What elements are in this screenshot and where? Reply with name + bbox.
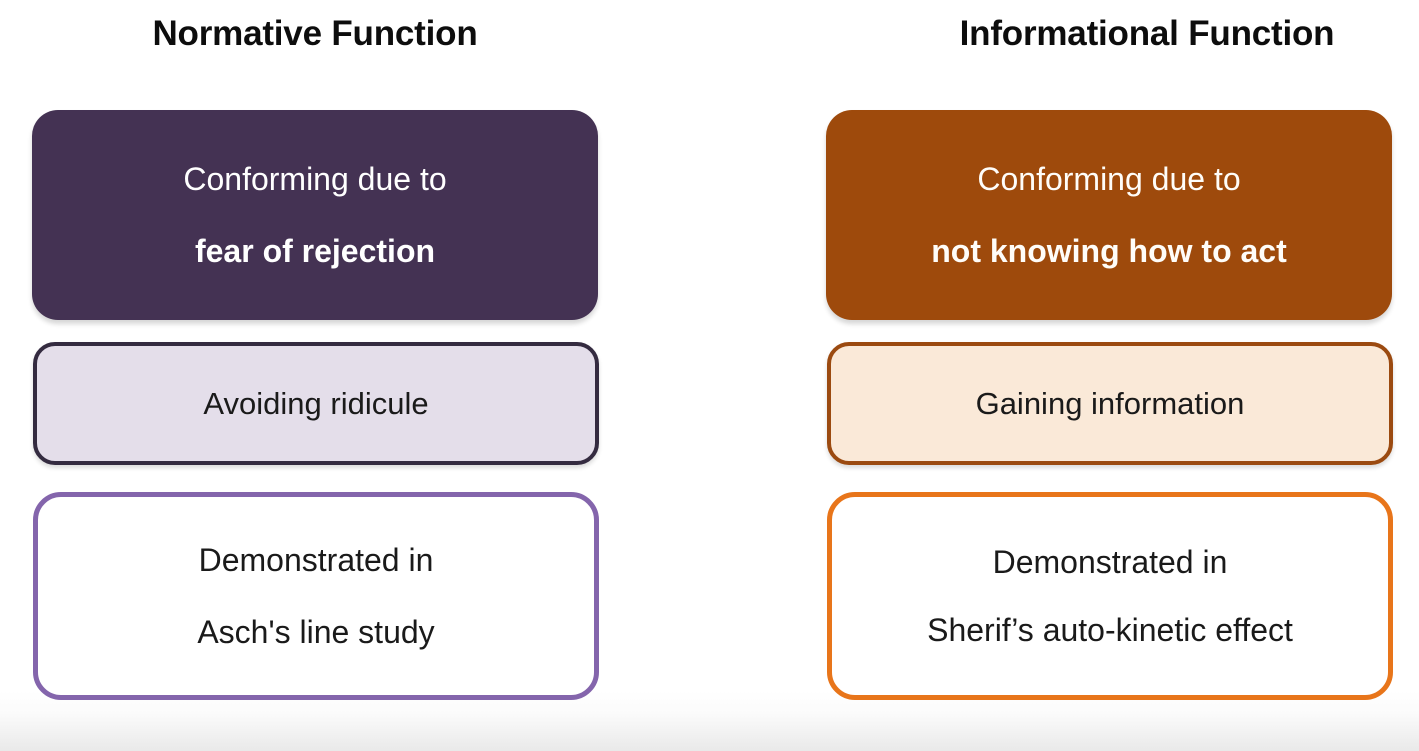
column-title-informational: Informational Function <box>959 14 1335 53</box>
column-normative: Normative Function Conforming due to fea… <box>0 0 640 751</box>
card-normative-evidence-line1: Demonstrated in <box>198 542 434 578</box>
column-informational: Informational Function Conforming due to… <box>779 0 1419 751</box>
card-informational-evidence-line1: Demonstrated in <box>992 544 1228 580</box>
card-informational-evidence-line2: Sherif’s auto-kinetic effect <box>927 612 1293 648</box>
card-normative-header-line2: fear of rejection <box>194 233 436 269</box>
card-normative-evidence-line2: Asch's line study <box>197 614 435 650</box>
card-informational-header-line1: Conforming due to <box>977 161 1241 197</box>
card-normative-header-line1: Conforming due to <box>183 161 447 197</box>
card-normative-detail: Avoiding ridicule <box>33 342 599 465</box>
card-normative-evidence: Demonstrated in Asch's line study <box>33 492 599 700</box>
card-informational-detail: Gaining information <box>827 342 1393 465</box>
card-informational-evidence: Demonstrated in Sherif’s auto-kinetic ef… <box>827 492 1393 700</box>
card-normative-detail-line1: Avoiding ridicule <box>203 385 429 421</box>
card-informational-header: Conforming due to not knowing how to act <box>826 110 1392 320</box>
card-informational-header-line2: not knowing how to act <box>931 233 1287 269</box>
card-normative-header: Conforming due to fear of rejection <box>32 110 598 320</box>
card-informational-detail-line1: Gaining information <box>975 385 1245 421</box>
column-title-normative: Normative Function <box>152 14 478 53</box>
